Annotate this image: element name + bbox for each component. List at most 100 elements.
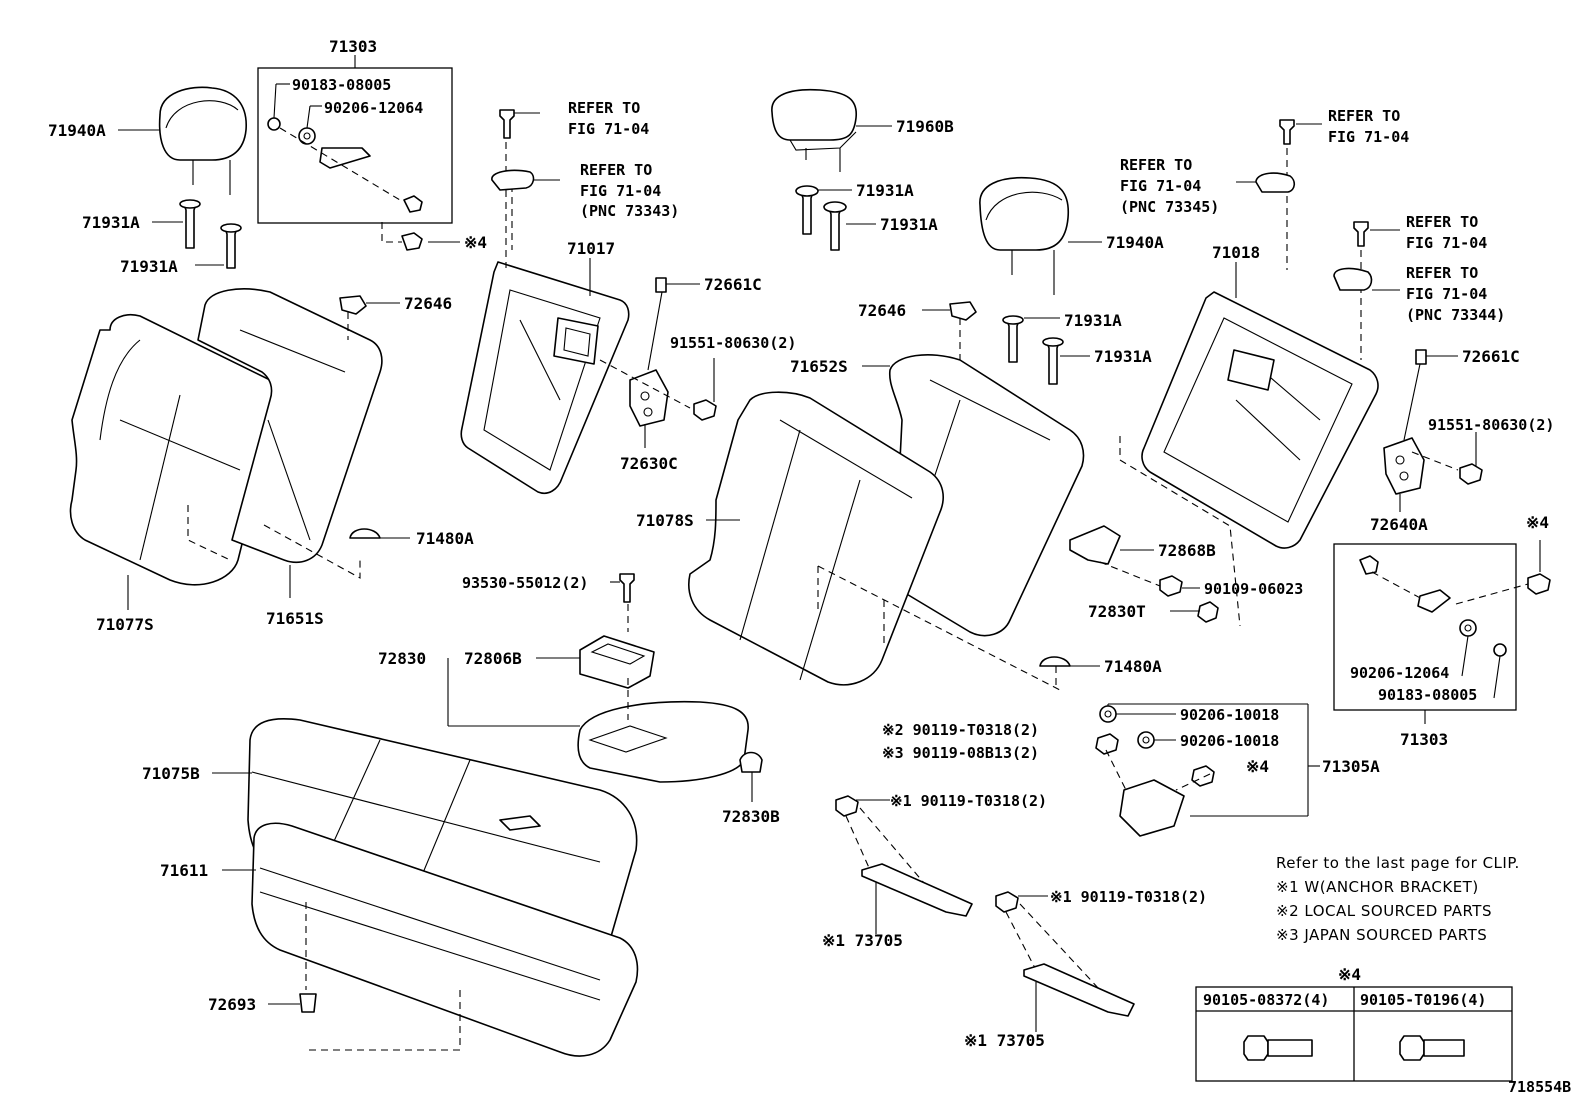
bolt-icon [403, 195, 423, 213]
label-73705: ※1 73705 [964, 1031, 1045, 1050]
label-72868b: 72868B [1158, 541, 1216, 560]
screw-icon [619, 573, 635, 603]
latch-72640a [1383, 437, 1425, 495]
headrest-71940a-left [158, 86, 247, 161]
seatback-pad-71651s [197, 288, 383, 564]
refer-fig: FIG 71-04 [1328, 128, 1409, 146]
label-91551-80630: 91551-80630(2) [1428, 416, 1554, 434]
refer-fig: FIG 71-04 [1406, 234, 1487, 252]
note-2: ※2 LOCAL SOURCED PARTS [1276, 902, 1492, 920]
bracket-72868b [1069, 525, 1121, 565]
label-72661c: 72661C [1462, 347, 1520, 366]
label-71931a: 71931A [856, 181, 914, 200]
label-note1-bolt: ※1 90119-T0318(2) [1050, 888, 1207, 906]
refer-to: REFER TO [568, 99, 640, 117]
bolt-icon [1159, 575, 1183, 597]
label-71018: 71018 [1212, 243, 1260, 262]
bolt-icon [995, 891, 1019, 913]
label-72646: 72646 [858, 301, 906, 320]
label-72830: 72830 [378, 649, 426, 668]
label-note1-bolt: ※1 90119-T0318(2) [890, 792, 1047, 810]
label-71931a: 71931A [82, 213, 140, 232]
screw-icon [499, 109, 515, 139]
bolt-icon [693, 399, 717, 421]
label-note4: ※4 [1246, 757, 1269, 776]
label-71611: 71611 [160, 861, 208, 880]
label-72661c: 72661C [704, 275, 762, 294]
anchor-bracket-icon [1119, 779, 1185, 837]
label-71931a: 71931A [120, 257, 178, 276]
label-71931a: 71931A [880, 215, 938, 234]
label-93530-55012: 93530-55012(2) [462, 574, 588, 592]
refer-to: REFER TO [1406, 264, 1478, 282]
screw-icon [1279, 119, 1295, 145]
label-72640a: 72640A [1370, 515, 1428, 534]
headrest-71960b [771, 88, 857, 141]
cup-holder-72806b [579, 635, 655, 689]
refer-to: REFER TO [580, 161, 652, 179]
seatback-pad-71652s [888, 354, 1085, 637]
note-3: ※3 JAPAN SOURCED PARTS [1276, 926, 1487, 944]
hook-icon [491, 169, 535, 191]
headrest-71940a-center [979, 176, 1070, 251]
flange-bolt-icon [1399, 1035, 1425, 1061]
refer-fig: FIG 71-04 [1406, 285, 1487, 303]
knob-icon [655, 277, 667, 293]
label-note2-bolt: ※2 90119-T0318(2) [882, 721, 1039, 739]
label-71651s: 71651S [266, 609, 324, 628]
label-90183-08005: 90183-08005 [292, 76, 391, 94]
headrest-guide-icon [182, 201, 198, 249]
clip-icon [949, 301, 977, 321]
label-71303: 71303 [329, 37, 377, 56]
diagram-number: 718554B [1508, 1078, 1571, 1096]
refer-to: REFER TO [1120, 156, 1192, 174]
note-1: ※1 W(ANCHOR BRACKET) [1276, 878, 1479, 896]
label-90206-10018: 90206-10018 [1180, 732, 1279, 750]
refer-to: REFER TO [1328, 107, 1400, 125]
label-72830t: 72830T [1088, 602, 1146, 621]
refer-pnc: (PNC 73343) [580, 202, 679, 220]
label-71480a: 71480A [1104, 657, 1162, 676]
seatback-frame-71017 [460, 261, 630, 494]
bolt-table-col1: 90105-08372(4) [1203, 991, 1329, 1009]
label-72830b: 72830B [722, 807, 780, 826]
anchor-73705-b [1023, 963, 1135, 1017]
label-71017: 71017 [567, 239, 615, 258]
label-90183-08005: 90183-08005 [1378, 686, 1477, 704]
label-71075b: 71075B [142, 764, 200, 783]
bolt-table-title: ※4 [1338, 965, 1361, 984]
notes-block: Refer to the last page for CLIP. ※1 W(AN… [1276, 854, 1520, 944]
bolt-table-col2: 90105-T0196(4) [1360, 991, 1486, 1009]
label-91551-80630: 91551-80630(2) [670, 334, 796, 352]
hook-icon [1333, 267, 1373, 291]
label-71077s: 71077S [96, 615, 154, 634]
refer-fig: FIG 71-04 [1120, 177, 1201, 195]
seatback-frame-71018 [1141, 291, 1379, 549]
label-71931a: 71931A [1094, 347, 1152, 366]
bracket-icon [319, 147, 371, 169]
armrest-72830 [577, 700, 749, 783]
part-labels: 71303 90183-08005 90206-12064 71940A 719… [48, 37, 1554, 1050]
label-71940a: 71940A [1106, 233, 1164, 252]
seat-pad-71611 [251, 822, 639, 1057]
label-71960b: 71960B [896, 117, 954, 136]
label-72630c: 72630C [620, 454, 678, 473]
label-90206-12064: 90206-12064 [324, 99, 423, 117]
clip-icon [339, 295, 367, 315]
label-72646: 72646 [404, 294, 452, 313]
note-clip: Refer to the last page for CLIP. [1276, 854, 1520, 872]
label-71940a: 71940A [48, 121, 106, 140]
refer-pnc: (PNC 73344) [1406, 306, 1505, 324]
refer-fig: FIG 71-04 [568, 120, 649, 138]
label-72693: 72693 [208, 995, 256, 1014]
label-note4: ※4 [464, 233, 487, 252]
clip-icon [299, 993, 317, 1013]
label-90109-06023: 90109-06023 [1204, 580, 1303, 598]
nut-icon [1197, 601, 1219, 623]
plug-icon [739, 751, 763, 773]
anchor-73705-a [861, 863, 973, 917]
seatback-71078s [688, 391, 944, 686]
knob-icon [1415, 349, 1427, 365]
refer-to: REFER TO [1406, 213, 1478, 231]
label-71303: 71303 [1400, 730, 1448, 749]
